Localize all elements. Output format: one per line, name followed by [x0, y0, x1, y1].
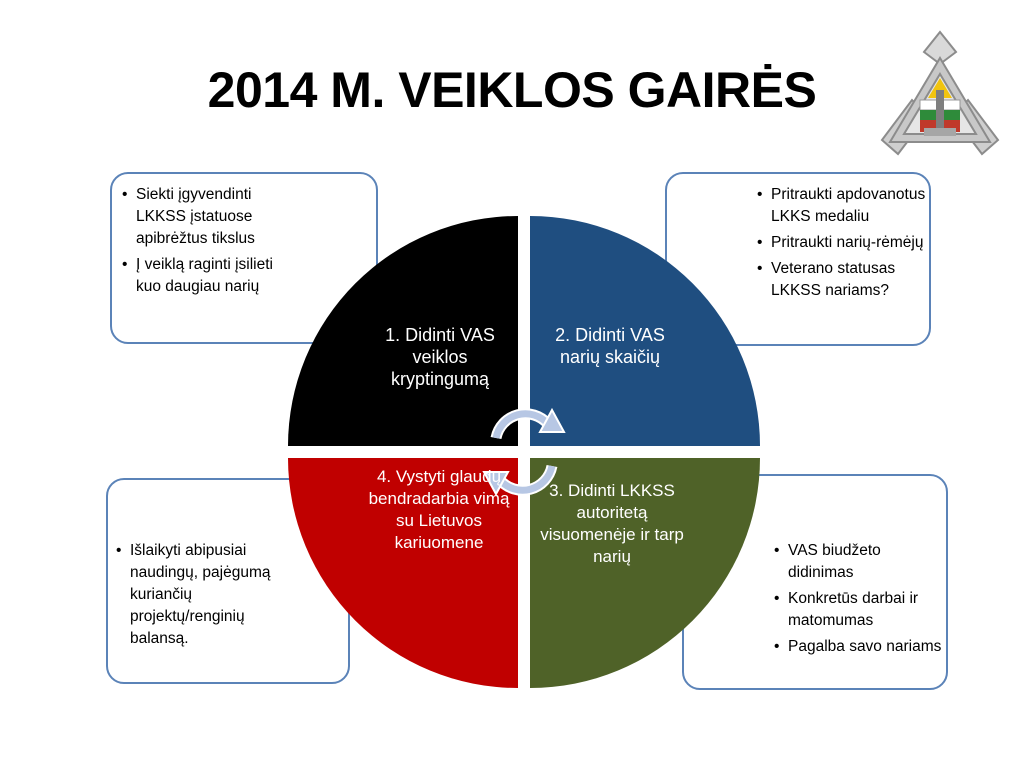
list-item: Išlaikyti abipusiai naudingų, pajėgumą k…	[116, 540, 276, 650]
list-item: Veterano statusas LKKSS nariams?	[757, 258, 929, 302]
quadrant-3	[530, 458, 760, 688]
list-item: Pritraukti narių-rėmėjų	[757, 232, 929, 254]
quadrant-1-label: 1. Didinti VAS veiklos kryptingumą	[385, 325, 495, 389]
list-item: Siekti įgyvendinti LKKSS įstatuose apibr…	[122, 184, 290, 250]
list-item: Pritraukti apdovanotus LKKS medaliu	[757, 184, 929, 228]
list-item: Konkretūs darbai ir matomumas	[774, 588, 946, 632]
page-title: 2014 M. VEIKLOS GAIRĖS	[207, 62, 817, 118]
quadrant-4	[288, 458, 518, 688]
box-top-right: Pritraukti apdovanotus LKKS medaliu Prit…	[665, 172, 931, 346]
quadrant-2	[530, 216, 760, 446]
quadrant-4-label: 4. Vystyti glaudų bendradarbia vimą su L…	[368, 467, 510, 552]
box-bottom-left: Išlaikyti abipusiai naudingų, pajėgumą k…	[106, 478, 350, 684]
lkkss-emblem-icon	[880, 30, 1000, 156]
quadrant-2-label: 2. Didinti VAS narių skaičių	[555, 325, 665, 367]
quadrant-3-label: 3. Didinti LKKSS autoritetą visuomenėje …	[540, 481, 684, 566]
box-top-left: Siekti įgyvendinti LKKSS įstatuose apibr…	[110, 172, 378, 344]
list-item: VAS biudžeto didinimas	[774, 540, 946, 584]
box-bottom-right: VAS biudžeto didinimas Konkretūs darbai …	[682, 474, 948, 690]
list-item: Į veiklą raginti įsilieti kuo daugiau na…	[122, 254, 290, 298]
list-item: Pagalba savo nariams	[774, 636, 946, 658]
quadrant-1	[288, 216, 518, 446]
